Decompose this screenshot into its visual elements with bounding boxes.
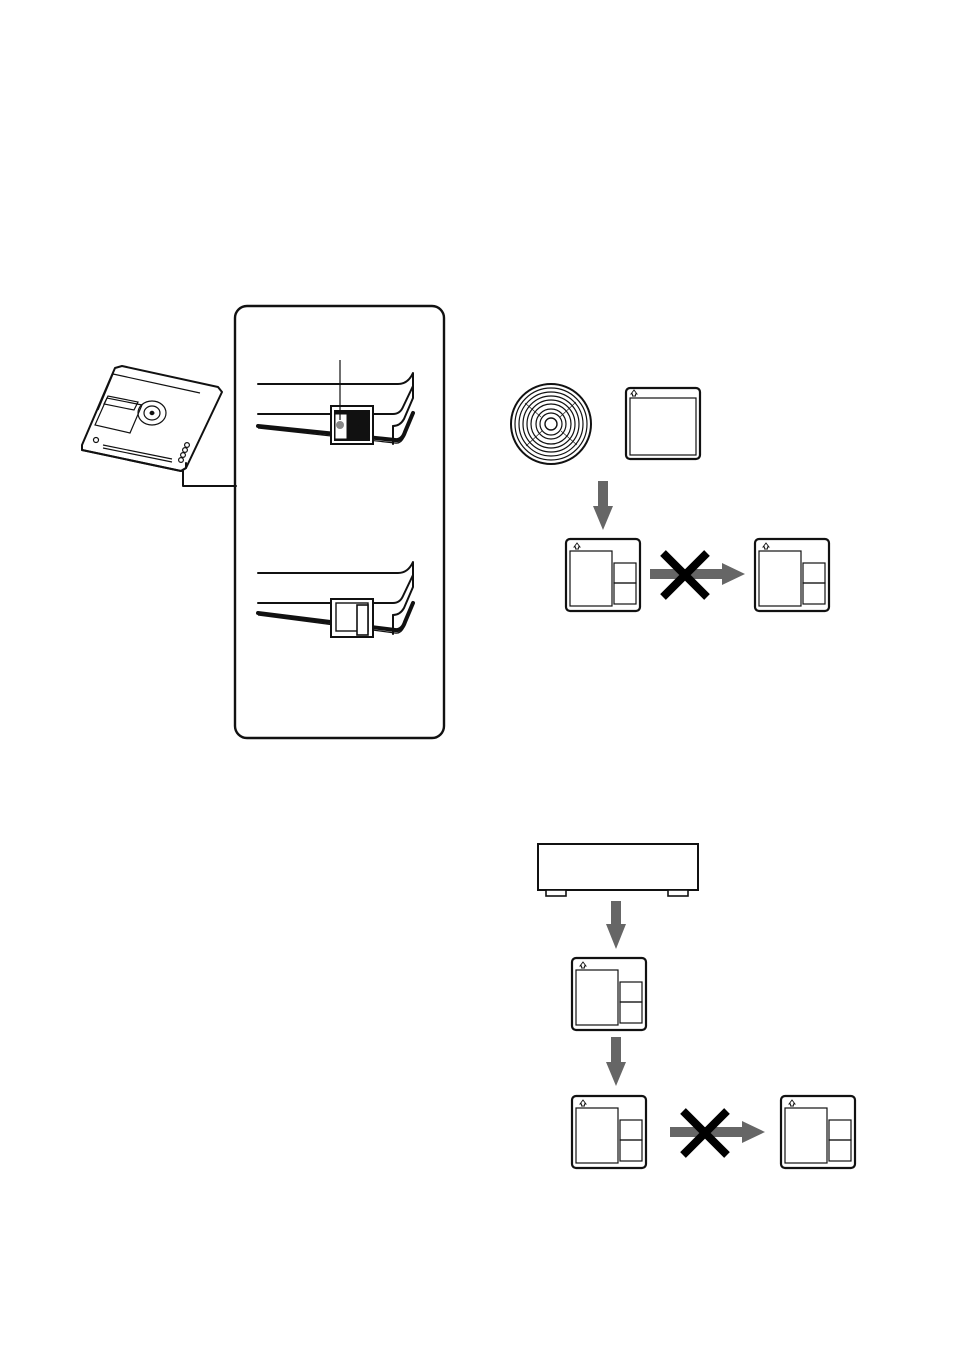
md-first-copy bbox=[572, 958, 646, 1030]
digital-copy-panel bbox=[511, 384, 829, 611]
md-source bbox=[626, 388, 700, 459]
analog-copy-panel bbox=[538, 844, 855, 1168]
cd-disc bbox=[511, 384, 591, 464]
md-write-protect-panel bbox=[82, 306, 444, 738]
callout-leader bbox=[183, 471, 236, 486]
arrow-down-icon bbox=[606, 901, 626, 949]
md-disc bbox=[82, 366, 236, 486]
slot-closed bbox=[258, 360, 413, 444]
arrow-down-icon bbox=[593, 481, 613, 530]
slot-open bbox=[258, 562, 413, 637]
md-second-copy bbox=[755, 539, 829, 611]
md-third-copy bbox=[781, 1096, 855, 1168]
arrow-down-icon bbox=[606, 1037, 626, 1086]
md-second-copy bbox=[572, 1096, 646, 1168]
source-component bbox=[538, 844, 698, 896]
md-first-copy bbox=[566, 539, 640, 611]
